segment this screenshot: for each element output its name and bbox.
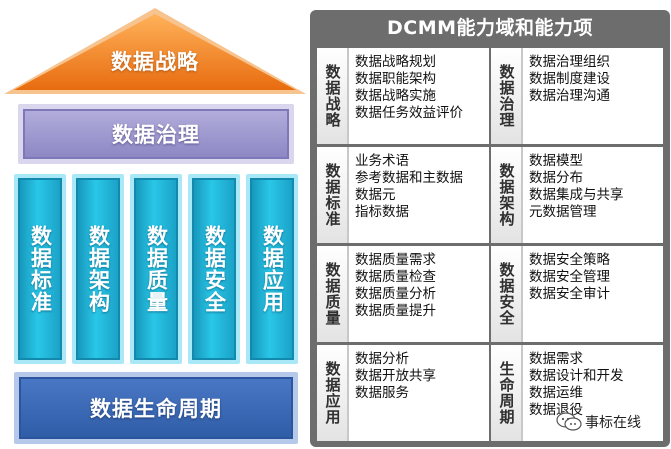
cell-head-label: 数据战略 <box>323 64 342 128</box>
governance-bar: 数据治理 <box>18 104 294 164</box>
list-item: 数据质量检查 <box>355 269 436 285</box>
list-item: 数据质量提升 <box>355 303 436 319</box>
pillar-standards: 数据标准 <box>14 174 66 364</box>
watermark: 事标在线 <box>556 411 641 433</box>
panel-title: DCMM能力域和能力项 <box>386 17 594 39</box>
capability-cell-standards: 数据标准 业务术语 参考数据和主数据 数据元 指标数据 <box>317 147 489 243</box>
wechat-icon <box>556 412 582 431</box>
cell-head-label: 生命周期 <box>497 361 516 425</box>
cell-item-list: 数据质量需求 数据质量检查 数据质量分析 数据质量提升 <box>349 246 436 342</box>
list-item: 数据服务 <box>355 385 409 401</box>
list-item: 业务术语 <box>355 153 409 169</box>
list-item: 数据质量分析 <box>355 286 436 302</box>
cell-item-list: 数据模型 数据分布 数据集成与共享 元数据管理 <box>523 147 624 243</box>
capability-cell-application: 数据应用 数据分析 数据开放共享 数据服务 <box>317 345 489 441</box>
list-item: 数据模型 <box>529 153 583 169</box>
cell-item-list: 数据治理组织 数据制度建设 数据治理沟通 <box>523 48 610 144</box>
lifecycle-foundation: 数据生命周期 <box>14 372 298 444</box>
pillar-architecture: 数据架构 <box>72 174 124 364</box>
roof-shape <box>4 8 306 94</box>
list-item: 数据集成与共享 <box>529 187 624 203</box>
capability-cell-strategy: 数据战略 数据战略规划 数据职能架构 数据战略实施 数据任务效益评价 <box>317 48 489 144</box>
list-item: 数据战略实施 <box>355 88 436 104</box>
capability-cell-security: 数据安全 数据安全策略 数据安全管理 数据安全审计 <box>491 246 663 342</box>
list-item: 数据任务效益评价 <box>355 105 463 121</box>
list-item: 数据元 <box>355 187 396 203</box>
cell-head: 数据标准 <box>317 147 349 243</box>
pillar-security: 数据安全 <box>188 174 240 364</box>
list-item: 数据职能架构 <box>355 71 436 87</box>
dcmm-house-diagram: 数据战略 数据治理 数据标准 数据架构 数据质量 数据安全 数据应用 数据生命周… <box>0 0 310 449</box>
cell-head: 数据战略 <box>317 48 349 144</box>
cell-item-list: 业务术语 参考数据和主数据 数据元 指标数据 <box>349 147 463 243</box>
list-item: 数据开放共享 <box>355 368 436 384</box>
cell-head: 数据治理 <box>491 48 523 144</box>
governance-label: 数据治理 <box>112 123 200 147</box>
cell-head-label: 数据治理 <box>497 64 516 128</box>
cell-head-label: 数据架构 <box>497 163 516 227</box>
list-item: 数据运维 <box>529 385 583 401</box>
pillar-label: 数据标准 <box>28 225 53 313</box>
pillar-label: 数据安全 <box>202 225 227 313</box>
cell-head-label: 数据质量 <box>323 262 342 326</box>
list-item: 数据设计和开发 <box>529 368 624 384</box>
list-item: 数据治理组织 <box>529 54 610 70</box>
pillar-label: 数据质量 <box>144 225 169 313</box>
cell-head: 数据架构 <box>491 147 523 243</box>
list-item: 数据安全管理 <box>529 269 610 285</box>
capability-cell-quality: 数据质量 数据质量需求 数据质量检查 数据质量分析 数据质量提升 <box>317 246 489 342</box>
list-item: 数据分析 <box>355 351 409 367</box>
pillar-label: 数据架构 <box>86 225 111 313</box>
cell-item-list: 数据战略规划 数据职能架构 数据战略实施 数据任务效益评价 <box>349 48 463 144</box>
cell-item-list: 数据分析 数据开放共享 数据服务 <box>349 345 436 441</box>
list-item: 数据安全审计 <box>529 286 610 302</box>
cell-head-label: 数据标准 <box>323 163 342 227</box>
capability-cell-governance: 数据治理 数据治理组织 数据制度建设 数据治理沟通 <box>491 48 663 144</box>
list-item: 元数据管理 <box>529 204 597 220</box>
list-item: 指标数据 <box>355 204 409 220</box>
capability-cell-architecture: 数据架构 数据模型 数据分布 数据集成与共享 元数据管理 <box>491 147 663 243</box>
cell-head-label: 数据应用 <box>323 361 342 425</box>
pillar-label: 数据应用 <box>260 225 285 313</box>
list-item: 数据质量需求 <box>355 252 436 268</box>
list-item: 数据分布 <box>529 170 583 186</box>
pillars-group: 数据标准 数据架构 数据质量 数据安全 数据应用 <box>14 174 298 364</box>
strategy-roof: 数据战略 <box>0 6 310 98</box>
cell-head: 数据安全 <box>491 246 523 342</box>
list-item: 数据治理沟通 <box>529 88 610 104</box>
cell-head: 数据质量 <box>317 246 349 342</box>
pillar-quality: 数据质量 <box>130 174 182 364</box>
cell-head: 生命周期 <box>491 345 523 441</box>
cell-item-list: 数据安全策略 数据安全管理 数据安全审计 <box>523 246 610 342</box>
cell-head: 数据应用 <box>317 345 349 441</box>
list-item: 数据制度建设 <box>529 71 610 87</box>
list-item: 数据需求 <box>529 351 583 367</box>
list-item: 数据战略规划 <box>355 54 436 70</box>
list-item: 参考数据和主数据 <box>355 170 463 186</box>
watermark-text: 事标在线 <box>585 415 641 431</box>
dcmm-capability-panel: DCMM能力域和能力项 数据战略 数据战略规划 数据职能架构 数据战略实施 数据… <box>310 10 670 447</box>
lifecycle-label: 数据生命周期 <box>90 397 222 421</box>
pillar-application: 数据应用 <box>246 174 298 364</box>
strategy-label: 数据战略 <box>111 50 199 74</box>
list-item: 数据安全策略 <box>529 252 610 268</box>
capability-cell-lifecycle: 生命周期 数据需求 数据设计和开发 数据运维 数据退役 <box>491 345 663 441</box>
cell-head-label: 数据安全 <box>497 262 516 326</box>
